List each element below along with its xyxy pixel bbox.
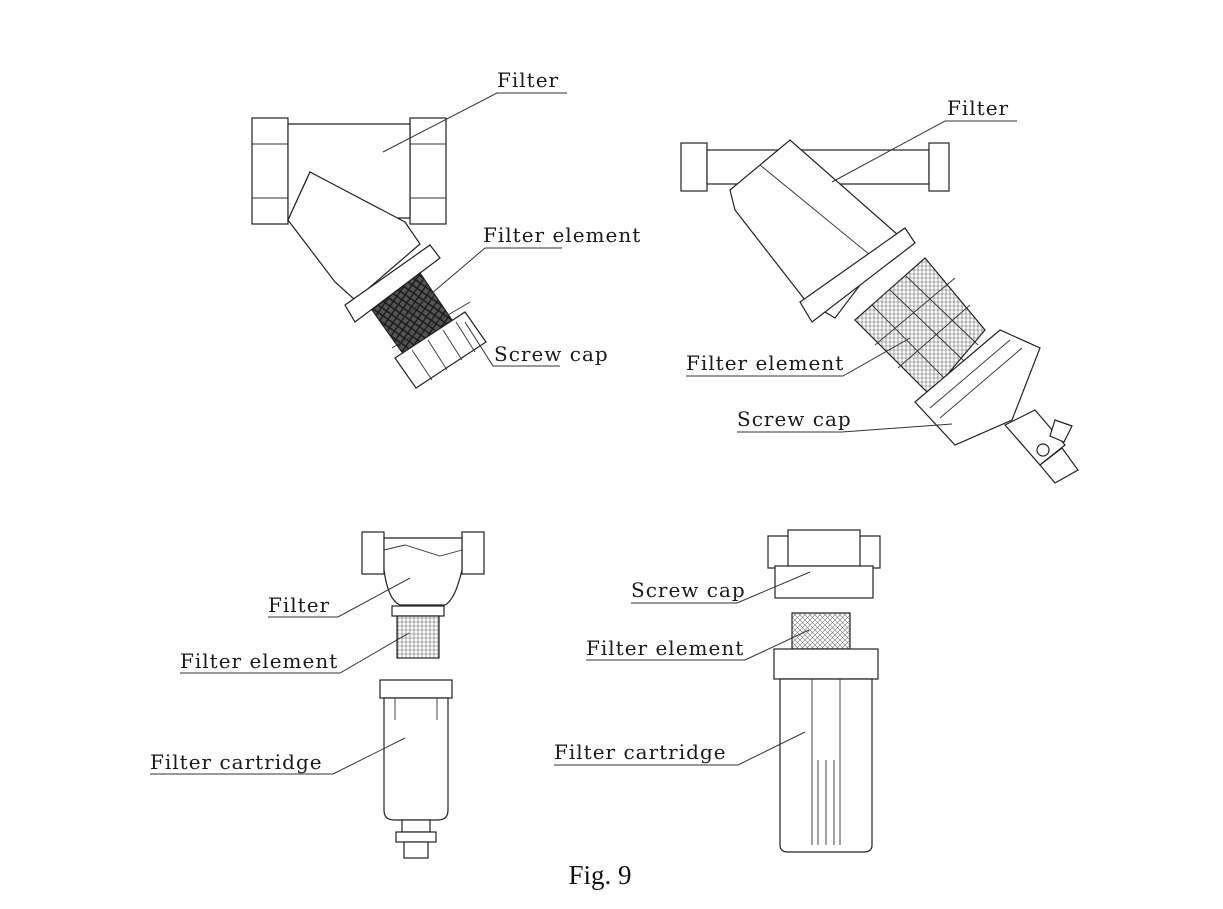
drain-valve — [1004, 409, 1066, 466]
vertical-filter-left-diagram: Filter Filter element Filter cartridge — [150, 531, 485, 859]
left-filter-cartridge — [383, 697, 449, 821]
leader-filter-element-4 — [586, 629, 810, 661]
right-end-fitting — [409, 117, 447, 225]
right-screw-cap — [774, 565, 874, 599]
leader-filter-3 — [268, 577, 411, 618]
element-flange — [391, 605, 445, 617]
filter-head — [383, 537, 463, 606]
left-end-fitting — [251, 117, 289, 225]
leader-screw-cap-2 — [737, 423, 953, 433]
right-filter-element — [791, 612, 851, 650]
leader-filter-element — [403, 247, 562, 318]
label-filter-element: Filter element — [483, 223, 641, 247]
label-screw-cap: Screw cap — [494, 342, 609, 366]
pipe-left-end — [680, 142, 708, 192]
head-left-port — [361, 531, 385, 575]
pipe-right-end — [928, 142, 950, 192]
head-body-2 — [787, 529, 861, 567]
vertical-filter-right-diagram: Screw cap Filter element Filter cartridg… — [554, 529, 881, 853]
label-filter-element-4: Filter element — [586, 636, 744, 660]
label-screw-cap-4: Screw cap — [631, 578, 746, 602]
large-strainer-collar — [799, 227, 916, 323]
leader-filter-cartridge-3 — [150, 737, 406, 775]
left-filter-element — [396, 615, 440, 659]
large-filter-element-mesh — [854, 257, 986, 396]
label-filter-cartridge-4: Filter cartridge — [554, 740, 727, 764]
cartridge-ring-2 — [773, 648, 879, 680]
label-filter: Filter — [497, 68, 559, 92]
label-filter-2: Filter — [947, 96, 1009, 120]
head-right-port — [461, 531, 485, 575]
y-strainer-small-diagram: Filter Filter element Screw cap — [251, 68, 641, 389]
label-filter-3: Filter — [268, 593, 330, 617]
label-screw-cap-2: Screw cap — [737, 407, 852, 431]
drain-outlet — [403, 841, 429, 859]
label-filter-element-3: Filter element — [180, 649, 338, 673]
leader-filter-element-3 — [180, 632, 410, 674]
drain-nut — [395, 831, 437, 843]
cartridge-ring — [379, 679, 453, 699]
leader-screw-cap — [464, 321, 560, 367]
label-filter-cartridge-3: Filter cartridge — [150, 750, 323, 774]
leader-filter-cartridge-4 — [554, 731, 806, 766]
leader-filter-2 — [831, 120, 1017, 183]
y-strainer-large-diagram: Filter Filter element Screw cap — [680, 96, 1079, 484]
screw-cap-body — [394, 311, 487, 389]
drain-neck — [401, 819, 431, 833]
leader-screw-cap-4 — [631, 571, 811, 604]
label-filter-element-2: Filter element — [686, 351, 844, 375]
leader-filter — [382, 92, 567, 153]
figure-caption: Fig. 9 — [568, 860, 631, 890]
leader-filter-element-2 — [686, 337, 911, 377]
strainer-collar — [344, 244, 441, 323]
